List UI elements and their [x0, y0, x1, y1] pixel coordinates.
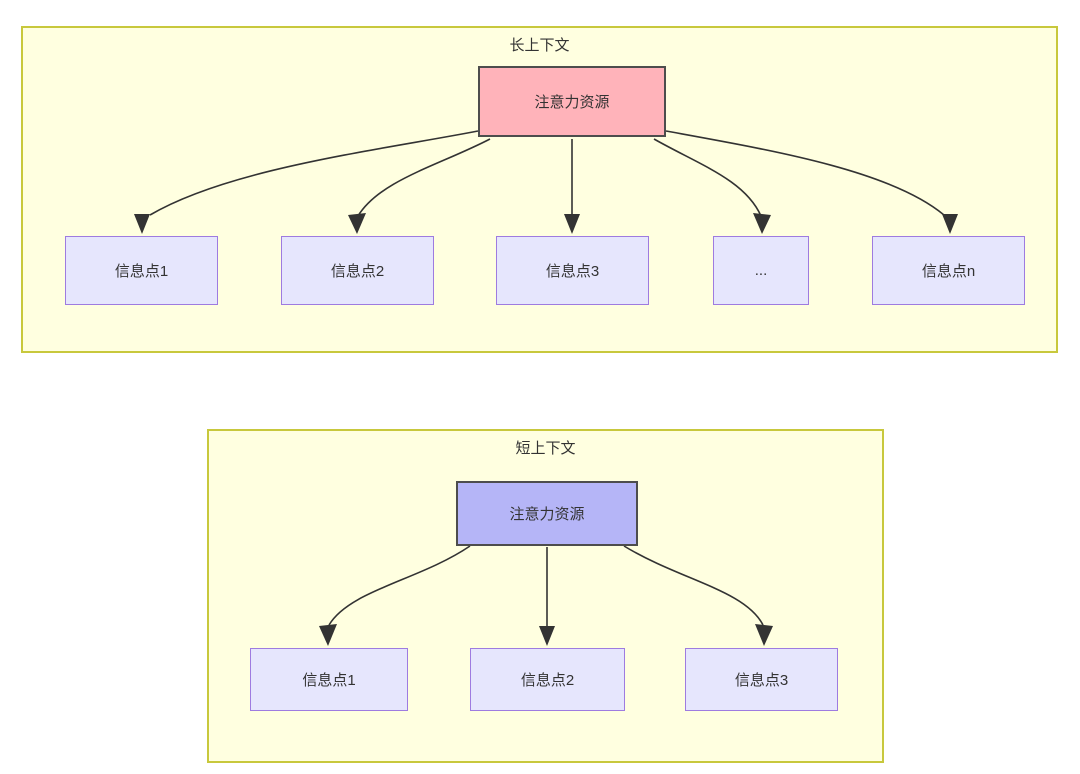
long-context-info-point-1-node[interactable]: 信息点1 — [65, 236, 218, 305]
long-context-info-point-3-label: 信息点3 — [545, 263, 600, 280]
short-context-title: 短上下文 — [515, 440, 576, 457]
short-context-attention-resource-node[interactable]: 注意力资源 — [456, 481, 638, 546]
long-context-attention-resource-node[interactable]: 注意力资源 — [478, 66, 666, 137]
short-context-group: 短上下文 — [207, 429, 884, 763]
long-context-info-point-1-label: 信息点1 — [114, 263, 169, 280]
long-context-info-point-ellipsis-label: ... — [754, 262, 768, 279]
short-context-info-point-2-node[interactable]: 信息点2 — [470, 648, 625, 711]
long-context-info-point-n-label: 信息点n — [921, 263, 976, 280]
short-context-info-point-1-label: 信息点1 — [302, 672, 356, 689]
short-context-info-point-3-label: 信息点3 — [734, 672, 789, 689]
short-context-info-point-2-label: 信息点2 — [520, 672, 575, 689]
short-context-info-point-3-node[interactable]: 信息点3 — [685, 648, 838, 711]
short-context-info-point-1-node[interactable]: 信息点1 — [250, 648, 408, 711]
long-context-attention-resource-label: 注意力资源 — [534, 94, 610, 111]
long-context-info-point-3-node[interactable]: 信息点3 — [496, 236, 649, 305]
long-context-info-point-2-node[interactable]: 信息点2 — [281, 236, 434, 305]
long-context-title: 长上下文 — [509, 37, 570, 54]
long-context-info-point-ellipsis-node[interactable]: ... — [713, 236, 809, 305]
long-context-info-point-n-node[interactable]: 信息点n — [872, 236, 1025, 305]
long-context-info-point-2-label: 信息点2 — [330, 263, 385, 280]
short-context-attention-resource-label: 注意力资源 — [509, 506, 585, 523]
